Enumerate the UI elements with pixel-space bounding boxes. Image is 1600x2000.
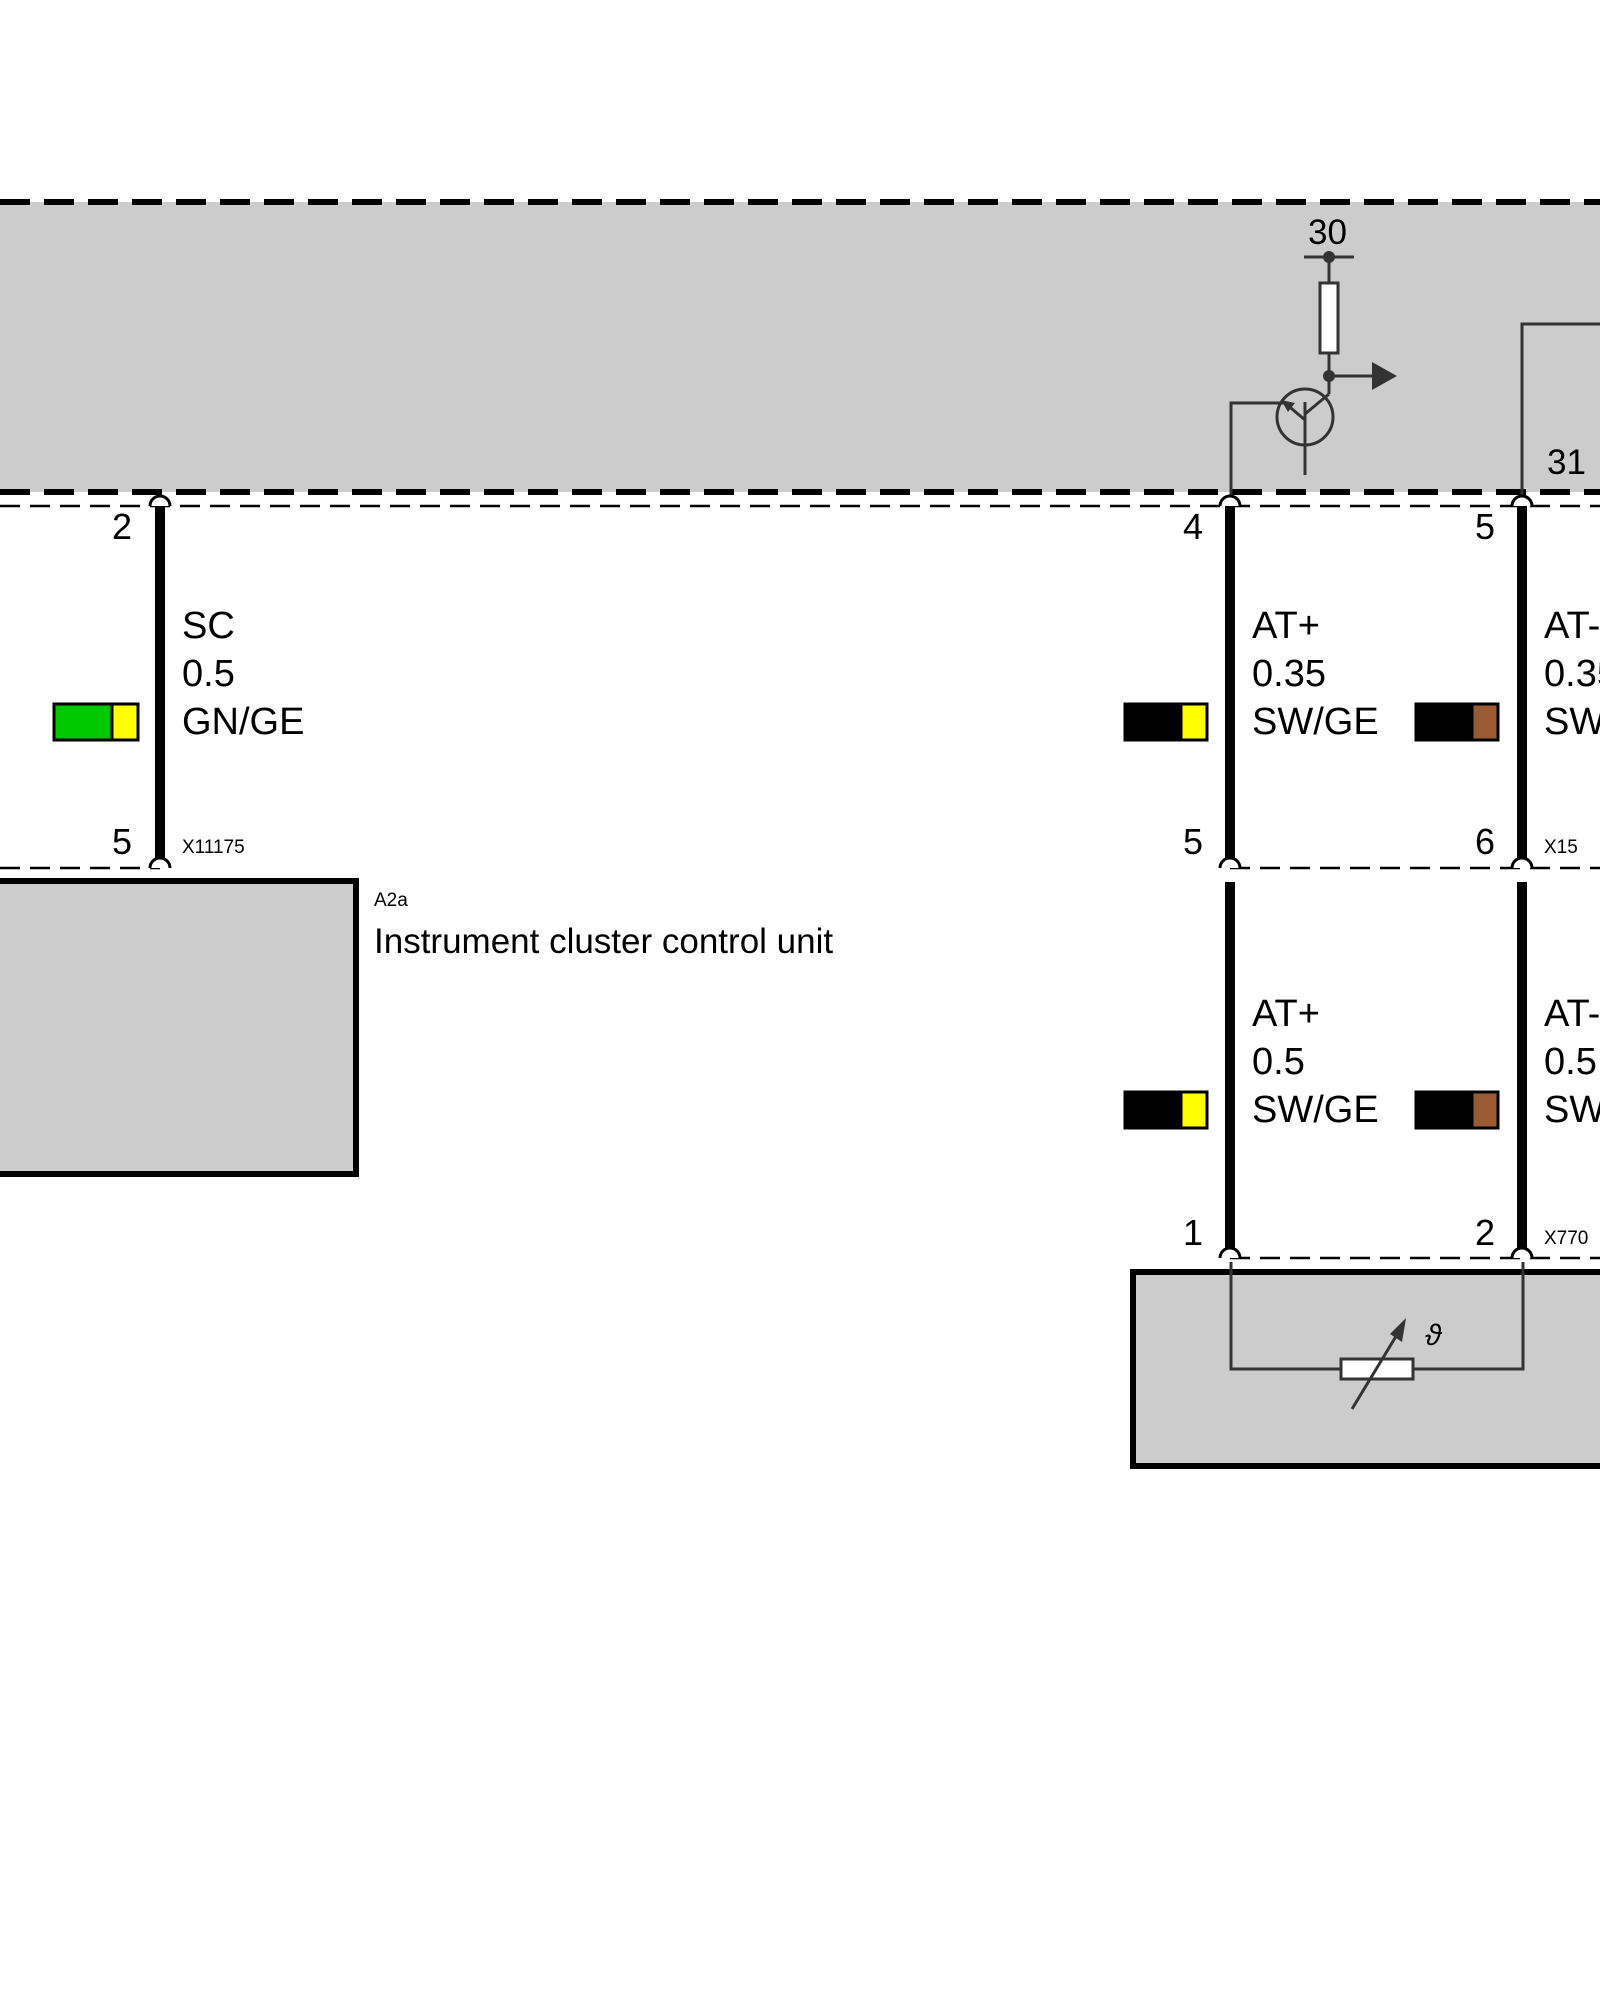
sc-signal: SC <box>182 605 235 647</box>
sc-pin-top: 2 <box>112 506 132 547</box>
connector-x11175: X11175 <box>182 837 245 858</box>
sensor-wire-left <box>1229 1262 1341 1371</box>
atm-pin-top: 5 <box>1475 506 1495 547</box>
atp-pin-top: 4 <box>1183 506 1203 547</box>
terminal-31-label: 31 <box>1547 443 1586 482</box>
temperature-symbol: ϑ <box>1425 1319 1443 1352</box>
atp-bottom-contact <box>1218 1246 1242 1259</box>
atp-lower-signal: AT+ <box>1252 993 1320 1035</box>
top-control-module: 30 31 <box>0 199 1600 508</box>
atp-lower-color-code: SW/GE <box>1252 1089 1379 1131</box>
terminal-30-label: 30 <box>1308 213 1347 252</box>
atp-mid-contact-a <box>1218 856 1242 869</box>
atm-pin-bottom: 2 <box>1475 1212 1495 1253</box>
transistor-output-wire <box>1229 401 1285 499</box>
atm-upper-gauge: 0.35 <box>1544 653 1600 695</box>
atp-upper-signal: AT+ <box>1252 605 1320 647</box>
sc-wire-group: 2 SC 0.5 GN/GE 5 X11175 <box>0 494 304 870</box>
pullup-resistor <box>1318 281 1340 355</box>
thermistor-arrow-head <box>1390 1318 1406 1342</box>
terminal-31-wire <box>1520 322 1600 499</box>
atp-top-contact <box>1218 494 1242 507</box>
sc-gauge: 0.5 <box>182 653 235 695</box>
connector-x15: X15 <box>1544 837 1578 858</box>
sc-color-code: GN/GE <box>182 701 304 743</box>
sc-pin-bottom: 5 <box>112 821 132 862</box>
atp-lower-gauge: 0.5 <box>1252 1041 1305 1083</box>
at-upper-wires: 4 5 AT+ 0.35 SW/GE AT- 0.35 SW/BR 5 6 X1… <box>1123 494 1600 870</box>
temperature-sensor-module: ϑ <box>1130 1262 1600 1469</box>
atm-lower-color-code: SW/BR <box>1544 1089 1600 1131</box>
atp-pin-mid: 5 <box>1183 821 1203 862</box>
transistor-collector <box>1304 392 1330 416</box>
a2a-code: A2a <box>374 890 408 911</box>
atm-mid-contact-a <box>1510 856 1534 869</box>
sc-pin-top-contact <box>148 494 172 507</box>
atm-pin-mid: 6 <box>1475 821 1495 862</box>
top-module-body <box>0 202 1600 492</box>
sc-color-swatch <box>52 702 140 742</box>
a2a-name: Instrument cluster control unit <box>374 922 833 961</box>
atm-top-contact <box>1510 494 1534 507</box>
atp-upper-color-swatch <box>1123 702 1209 742</box>
atm-lower-color-swatch <box>1414 1090 1500 1130</box>
atp-pin-bottom: 1 <box>1183 1212 1203 1253</box>
instrument-cluster-body[interactable] <box>0 878 359 1177</box>
at-lower-wires: AT+ 0.5 SW/GE AT- 0.5 SW/BR 1 2 X770 <box>1123 882 1600 1260</box>
atm-bottom-contact <box>1510 1246 1534 1259</box>
atp-upper-color-code: SW/GE <box>1252 701 1379 743</box>
atm-upper-signal: AT- <box>1544 605 1600 647</box>
instrument-cluster-module: A2a Instrument cluster control unit <box>0 878 833 1177</box>
sensor-wire-right <box>1413 1262 1525 1371</box>
atm-upper-color-swatch <box>1414 702 1500 742</box>
output-arrow-icon <box>1372 362 1397 390</box>
thermistor-variable-arrow <box>1350 1332 1400 1410</box>
atm-lower-gauge: 0.5 <box>1544 1041 1597 1083</box>
connector-x770: X770 <box>1544 1228 1588 1249</box>
atm-upper-color-code: SW/BR <box>1544 701 1600 743</box>
atp-upper-gauge: 0.35 <box>1252 653 1326 695</box>
atm-lower-signal: AT- <box>1544 993 1600 1035</box>
sc-pin-bottom-contact <box>148 856 172 869</box>
atp-lower-color-swatch <box>1123 1090 1209 1130</box>
